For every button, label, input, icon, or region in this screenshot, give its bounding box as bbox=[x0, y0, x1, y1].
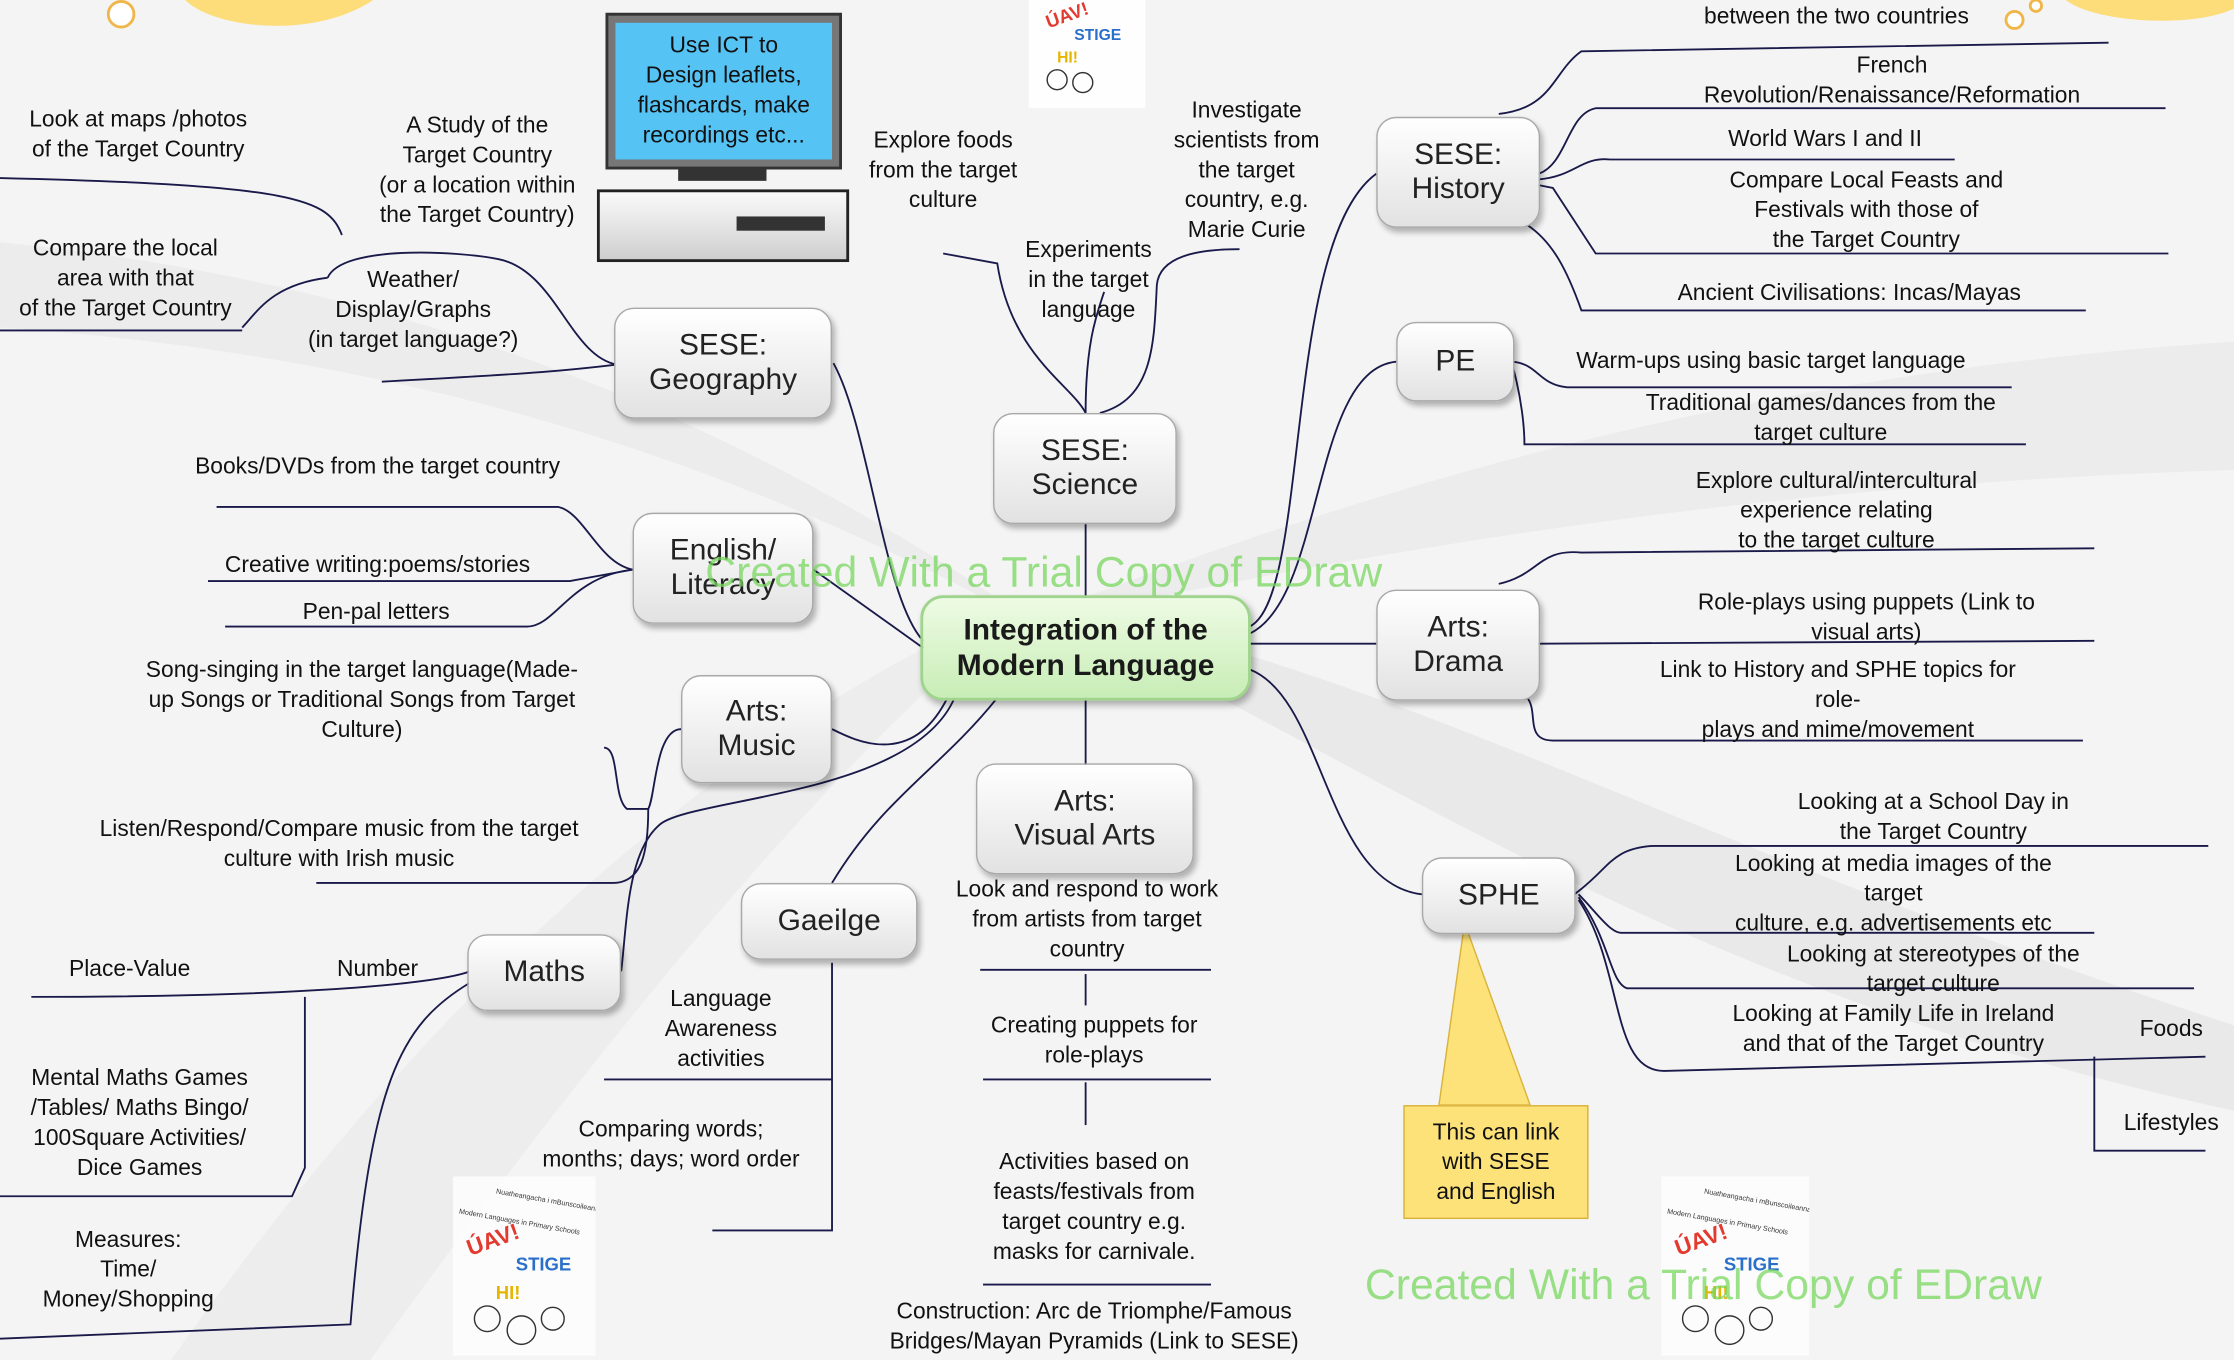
topic-song-singing: Song-singing in the target language(Made… bbox=[145, 658, 578, 743]
topic-traditional-games: Traditional games/dances from the target… bbox=[1645, 391, 1996, 446]
topic-explore-cultural: Explore cultural/intercultural experienc… bbox=[1695, 469, 1978, 554]
topic-language-awareness: Language Awareness activities bbox=[664, 987, 778, 1072]
branch-arts-music[interactable]: Arts: Music bbox=[681, 675, 833, 784]
thought-cloud-right bbox=[2065, 0, 2234, 21]
topic-compare-local-area: Compare the local area with that of the … bbox=[19, 237, 232, 322]
thought-cloud-left bbox=[185, 0, 374, 26]
connector-pe bbox=[1249, 360, 1397, 635]
branch-gaeilge[interactable]: Gaeilge bbox=[740, 882, 918, 960]
topic-construction: Construction: Arc de Triomphe/Famous Bri… bbox=[889, 1300, 1299, 1355]
connector-history bbox=[1249, 172, 1377, 628]
connector-english bbox=[812, 568, 924, 649]
svg-text:STIGE: STIGE bbox=[1074, 27, 1121, 44]
topic-link-history-sphe: Link to History and SPHE topics for role… bbox=[1659, 658, 2016, 743]
branch-maths[interactable]: Maths bbox=[467, 934, 622, 1012]
logo-bottom-left: Nuatheangacha i mBunscoileanna Modern La… bbox=[453, 1176, 596, 1356]
logo-top: ÚAV! STIGE HI! bbox=[1028, 0, 1146, 109]
branch-pe[interactable]: PE bbox=[1396, 321, 1515, 402]
topic-warm-ups: Warm-ups using basic target language bbox=[1576, 349, 1966, 374]
connector-maths bbox=[620, 697, 956, 972]
topic-listen-respond: Listen/Respond/Compare music from the ta… bbox=[99, 817, 579, 872]
topic-comparing-words: Comparing words; months; days; word orde… bbox=[542, 1117, 800, 1173]
topic-measures: Measures: Time/ Money/Shopping bbox=[42, 1228, 214, 1313]
topic-creative-writing: Creative writing:poems/stories bbox=[224, 553, 531, 578]
computer-tower-icon bbox=[596, 189, 850, 263]
connector-gaeilge bbox=[831, 697, 999, 884]
topic-books-dvds: Books/DVDs from the target country bbox=[195, 454, 560, 480]
topic-pen-pal-letters: Pen-pal letters bbox=[302, 600, 450, 625]
topic-foods: Foods bbox=[2139, 1017, 2203, 1042]
topic-ancient-civilisations: Ancient Civilisations: Incas/Mayas bbox=[1677, 281, 2021, 306]
topic-school-day: Looking at a School Day in the Target Co… bbox=[1797, 790, 2069, 845]
svg-text:HI!: HI! bbox=[496, 1282, 521, 1303]
central-topic[interactable]: Integration of the Modern Language bbox=[920, 595, 1251, 701]
topic-family-life: Looking at Family Life in Ireland and th… bbox=[1732, 1002, 2055, 1057]
svg-text:STIGE: STIGE bbox=[1724, 1253, 1780, 1274]
connector-sphe bbox=[1249, 668, 1422, 896]
topic-look-respond-artists: Look and respond to work from artists fr… bbox=[955, 877, 1219, 962]
svg-text:HI!: HI! bbox=[1057, 50, 1078, 67]
topic-weather-graphs: Weather/ Display/Graphs (in target langu… bbox=[307, 268, 519, 353]
branch-english-literacy[interactable]: English/ Literacy bbox=[632, 512, 814, 624]
branch-sphe[interactable]: SPHE bbox=[1421, 857, 1576, 935]
topic-feasts-masks: Activities based on feasts/festivals fro… bbox=[992, 1150, 1196, 1265]
svg-text:HI!: HI! bbox=[1704, 1282, 1729, 1303]
branch-arts-visual-arts[interactable]: Arts: Visual Arts bbox=[975, 763, 1194, 875]
topic-investigate-scientists: Investigate scientists from the target c… bbox=[1173, 98, 1320, 243]
logo-bottom-right: Nuatheangacha i mBunscoileanna Modern La… bbox=[1661, 1176, 1810, 1356]
topic-place-value: Place-Value bbox=[69, 957, 191, 982]
branch-sese-geography[interactable]: SESE: Geography bbox=[614, 307, 833, 419]
topic-lifestyles: Lifestyles bbox=[2123, 1111, 2219, 1136]
svg-text:STIGE: STIGE bbox=[516, 1253, 572, 1274]
topic-creating-puppets: Creating puppets for role-plays bbox=[990, 1013, 1198, 1069]
topic-number: Number bbox=[337, 957, 419, 982]
callout-note[interactable]: This can link with SESE and English bbox=[1403, 1105, 1589, 1220]
topic-compare-feasts: Compare Local Feasts and Festivals with … bbox=[1729, 168, 2004, 253]
topic-experiments: Experiments in the target language bbox=[1025, 238, 1152, 323]
topic-explore-foods: Explore foods from the target culture bbox=[869, 128, 1018, 213]
monitor-icon: Use ICT to Design leaflets, flashcards, … bbox=[605, 12, 842, 170]
topic-role-plays-puppets: Role-plays using puppets (Link to visual… bbox=[1697, 591, 2035, 646]
topic-world-wars: World Wars I and II bbox=[1728, 127, 1922, 152]
ict-screen-text: Use ICT to Design leaflets, flashcards, … bbox=[615, 22, 833, 160]
branch-sese-history[interactable]: SESE: History bbox=[1376, 116, 1541, 228]
branch-sese-science[interactable]: SESE: Science bbox=[993, 412, 1177, 525]
topic-study-target-country: A Study of the Target Country (or a loca… bbox=[379, 113, 576, 228]
topic-stereotypes: Looking at stereotypes of the target cul… bbox=[1786, 942, 2080, 997]
topic-look-at-maps: Look at maps /photos of the Target Count… bbox=[29, 108, 248, 163]
topic-media-images: Looking at media images of the target cu… bbox=[1735, 852, 2052, 937]
topic-french-revolution: French Revolution/Renaissance/Reformatio… bbox=[1703, 54, 2081, 109]
topic-mental-maths-games: Mental Maths Games /Tables/ Maths Bingo/… bbox=[30, 1066, 249, 1181]
connector-music bbox=[831, 697, 949, 746]
watermark-center: Created With a Trial Copy of EDraw bbox=[705, 549, 1383, 597]
connector-geography bbox=[832, 362, 924, 642]
monitor-stand bbox=[678, 169, 767, 181]
branch-arts-drama[interactable]: Arts: Drama bbox=[1376, 589, 1541, 701]
topic-between-countries: between the two countries bbox=[1704, 4, 1969, 30]
watermark-bottom: Created With a Trial Copy of EDraw bbox=[1364, 1261, 2042, 1309]
